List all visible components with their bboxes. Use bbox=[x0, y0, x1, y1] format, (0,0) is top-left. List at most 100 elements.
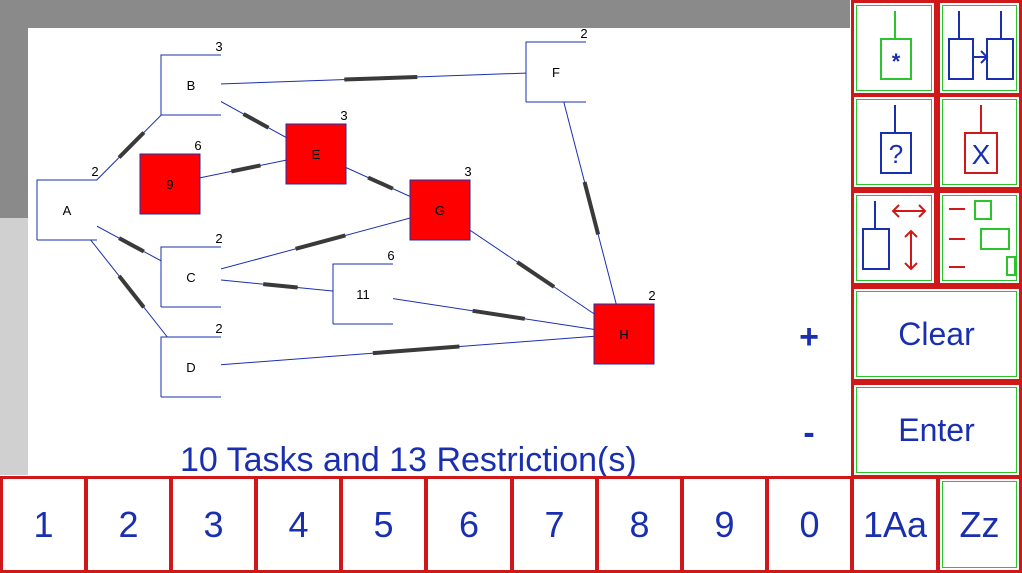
arrange-icon bbox=[949, 200, 1016, 276]
task-duration: 3 bbox=[340, 108, 347, 123]
key-1[interactable]: 1 bbox=[0, 476, 87, 573]
key-label: 7 bbox=[544, 503, 565, 545]
task-label: G bbox=[435, 203, 445, 218]
task-box[interactable] bbox=[160, 54, 222, 116]
task-node-b[interactable]: B3 bbox=[160, 39, 223, 116]
task-node-h[interactable]: H2 bbox=[593, 288, 656, 365]
clear-label: Clear bbox=[898, 315, 975, 352]
task-label: H bbox=[619, 327, 628, 342]
zoom-in-button[interactable]: + bbox=[799, 318, 819, 356]
key-8[interactable]: 8 bbox=[596, 476, 683, 573]
delete-symbol: X bbox=[972, 139, 991, 170]
task-node-f[interactable]: F2 bbox=[525, 28, 588, 103]
key-6[interactable]: 6 bbox=[425, 476, 513, 573]
edge-arrow-G-H bbox=[516, 260, 556, 289]
key-label: 5 bbox=[373, 503, 394, 545]
summary-text: 10 Tasks and 13 Restriction(s) bbox=[180, 441, 637, 479]
edge-arrow-9-E bbox=[230, 163, 261, 174]
task-duration: 2 bbox=[580, 28, 587, 41]
edge-arrow-D-H bbox=[372, 344, 460, 356]
task-box[interactable] bbox=[525, 41, 587, 103]
key-label: 2 bbox=[118, 503, 139, 545]
key-label: 9 bbox=[714, 503, 735, 545]
task-label: A bbox=[63, 203, 72, 218]
task-box[interactable] bbox=[139, 153, 201, 215]
key-0[interactable]: 0 bbox=[766, 476, 853, 573]
task-node-c[interactable]: C2 bbox=[160, 231, 223, 308]
edge-arrow-A-D bbox=[117, 274, 146, 309]
task-duration: 3 bbox=[464, 164, 471, 179]
edge-arrow-C-11 bbox=[263, 282, 298, 290]
add-task-symbol: * bbox=[892, 49, 901, 74]
key-7[interactable]: 7 bbox=[511, 476, 598, 573]
task-node-e[interactable]: E3 bbox=[285, 108, 348, 185]
task-node-d[interactable]: D2 bbox=[160, 321, 223, 398]
task-duration: 2 bbox=[648, 288, 655, 303]
task-duration: 3 bbox=[215, 39, 222, 54]
task-label: C bbox=[186, 270, 195, 285]
task-label: 11 bbox=[356, 287, 370, 302]
resize-button[interactable] bbox=[851, 190, 937, 286]
key-5[interactable]: 5 bbox=[340, 476, 427, 573]
zoom-out-button[interactable]: - bbox=[803, 414, 815, 452]
task-label: B bbox=[187, 78, 196, 93]
key-3[interactable]: 3 bbox=[170, 476, 257, 573]
key-label: 3 bbox=[203, 503, 224, 545]
title-bar bbox=[0, 0, 850, 28]
link-tasks-button[interactable] bbox=[937, 0, 1022, 96]
edge-arrow-B-F bbox=[344, 74, 418, 82]
enter-label: Enter bbox=[898, 411, 975, 448]
delete-task-button[interactable]: X bbox=[937, 94, 1022, 190]
task-box[interactable] bbox=[409, 179, 471, 241]
key-label: 0 bbox=[799, 503, 820, 545]
key-9[interactable]: 9 bbox=[681, 476, 768, 573]
task-duration: 2 bbox=[91, 164, 98, 179]
task-box[interactable] bbox=[160, 336, 222, 398]
enter-button[interactable]: Enter bbox=[851, 382, 1022, 478]
query-task-button[interactable]: ? bbox=[851, 94, 937, 190]
task-duration: 6 bbox=[194, 138, 201, 153]
task-label: E bbox=[312, 147, 321, 162]
task-box[interactable] bbox=[593, 303, 655, 365]
edge-arrow-A-B bbox=[117, 131, 146, 159]
key-zz[interactable]: Zz bbox=[937, 476, 1022, 573]
edge-arrow-F-H bbox=[582, 181, 601, 235]
add-task-icon: * bbox=[880, 11, 912, 80]
task-label: D bbox=[186, 360, 195, 375]
arrange-button[interactable] bbox=[937, 190, 1022, 286]
edge-arrow-A-C bbox=[118, 236, 145, 254]
query-task-icon: ? bbox=[880, 105, 912, 174]
key-label: Zz bbox=[959, 503, 1000, 545]
task-box[interactable] bbox=[332, 263, 394, 325]
task-duration: 6 bbox=[387, 248, 394, 263]
scrollbar-thumb[interactable] bbox=[0, 28, 28, 218]
query-symbol: ? bbox=[889, 139, 903, 169]
key-4[interactable]: 4 bbox=[255, 476, 342, 573]
task-duration: 2 bbox=[215, 321, 222, 336]
task-node-11[interactable]: 11 6 bbox=[332, 248, 395, 325]
resize-icon bbox=[862, 201, 927, 271]
key-2[interactable]: 2 bbox=[85, 476, 172, 573]
key-label: 4 bbox=[288, 503, 309, 545]
task-node-9[interactable]: 96 bbox=[139, 138, 202, 215]
edge-arrow-C-G bbox=[295, 233, 346, 251]
task-box[interactable] bbox=[36, 179, 98, 241]
key-label: 1 bbox=[33, 503, 54, 545]
task-box[interactable] bbox=[285, 123, 347, 185]
key-1aa[interactable]: 1Aa bbox=[851, 476, 939, 573]
key-label: 8 bbox=[629, 503, 650, 545]
task-box[interactable] bbox=[160, 246, 222, 308]
edge-arrow-E-G bbox=[367, 175, 394, 191]
add-task-button[interactable]: * bbox=[851, 0, 937, 96]
link-tasks-icon bbox=[948, 11, 1014, 80]
task-node-a[interactable]: A2 bbox=[36, 164, 99, 241]
delete-task-icon: X bbox=[964, 105, 998, 174]
clear-button[interactable]: Clear bbox=[851, 286, 1022, 382]
edge-arrow-B-E bbox=[242, 112, 270, 130]
task-label: 9 bbox=[166, 177, 173, 192]
task-node-g[interactable]: G3 bbox=[409, 164, 472, 241]
task-duration: 2 bbox=[215, 231, 222, 246]
task-label: F bbox=[552, 65, 560, 80]
